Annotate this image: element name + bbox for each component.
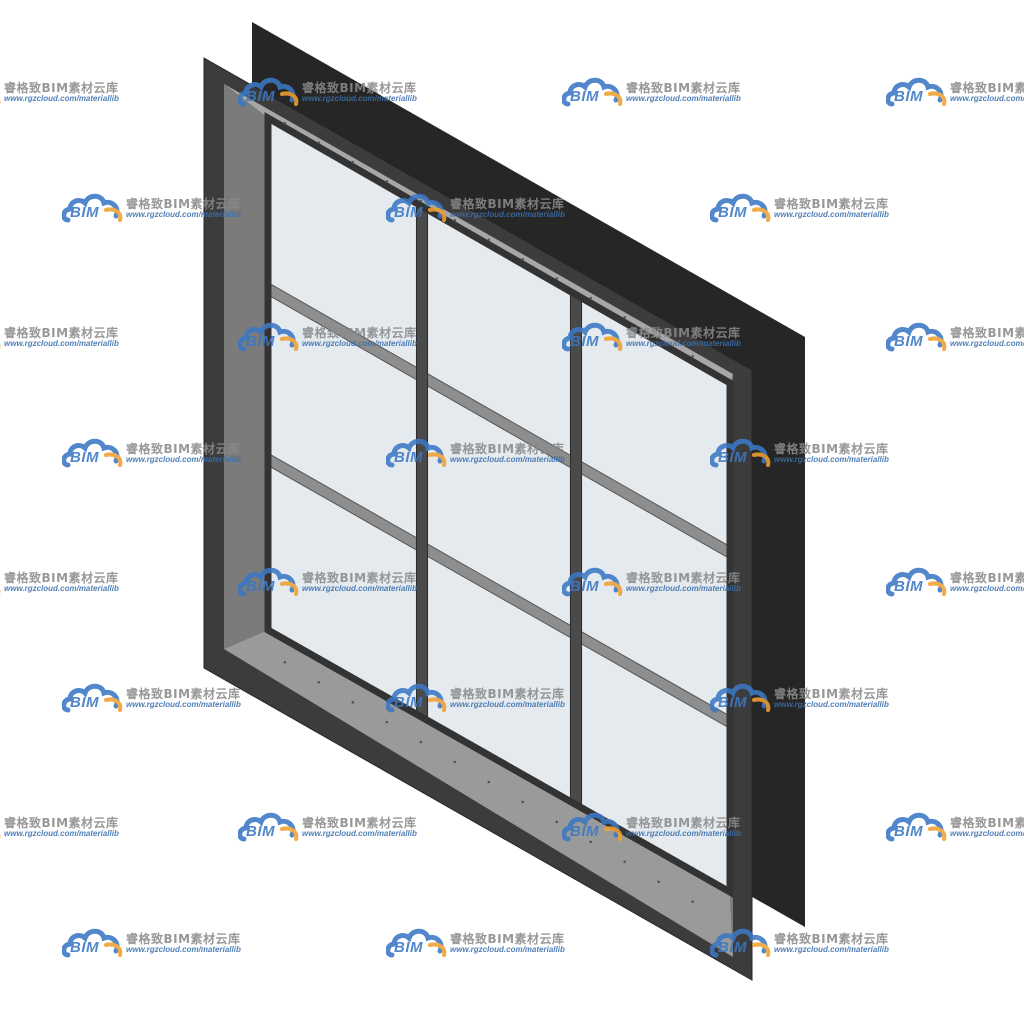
screw-top bbox=[691, 355, 694, 358]
screw-bottom bbox=[657, 880, 660, 884]
mullion-vertical-1 bbox=[415, 202, 429, 722]
screw-top bbox=[555, 277, 559, 280]
screw-top bbox=[419, 199, 423, 203]
screw-top bbox=[351, 160, 355, 164]
screw-top bbox=[589, 296, 593, 300]
screw-bottom bbox=[521, 800, 525, 804]
screw-bottom bbox=[487, 780, 491, 784]
reveal-left bbox=[224, 84, 268, 649]
screw-bottom bbox=[385, 720, 389, 724]
screw-bottom bbox=[691, 900, 694, 903]
screw-top bbox=[521, 257, 525, 261]
screw-bottom bbox=[317, 680, 321, 684]
screw-top bbox=[317, 141, 321, 144]
sash-frame bbox=[264, 111, 734, 899]
screw-top bbox=[283, 121, 287, 125]
screw-bottom bbox=[623, 860, 626, 864]
screw-bottom bbox=[453, 760, 457, 764]
screw-bottom bbox=[419, 740, 423, 744]
screw-top bbox=[487, 238, 491, 242]
reveal-bottom bbox=[224, 630, 733, 957]
screw-top bbox=[657, 335, 660, 339]
screw-bottom bbox=[589, 840, 593, 844]
screw-top bbox=[453, 219, 457, 222]
screw-bottom bbox=[283, 661, 287, 664]
screw-bottom bbox=[555, 820, 559, 824]
screw-top bbox=[623, 316, 626, 319]
screw-top bbox=[385, 180, 389, 183]
screw-bottom bbox=[351, 700, 355, 704]
mullion-vertical-2 bbox=[569, 290, 583, 809]
